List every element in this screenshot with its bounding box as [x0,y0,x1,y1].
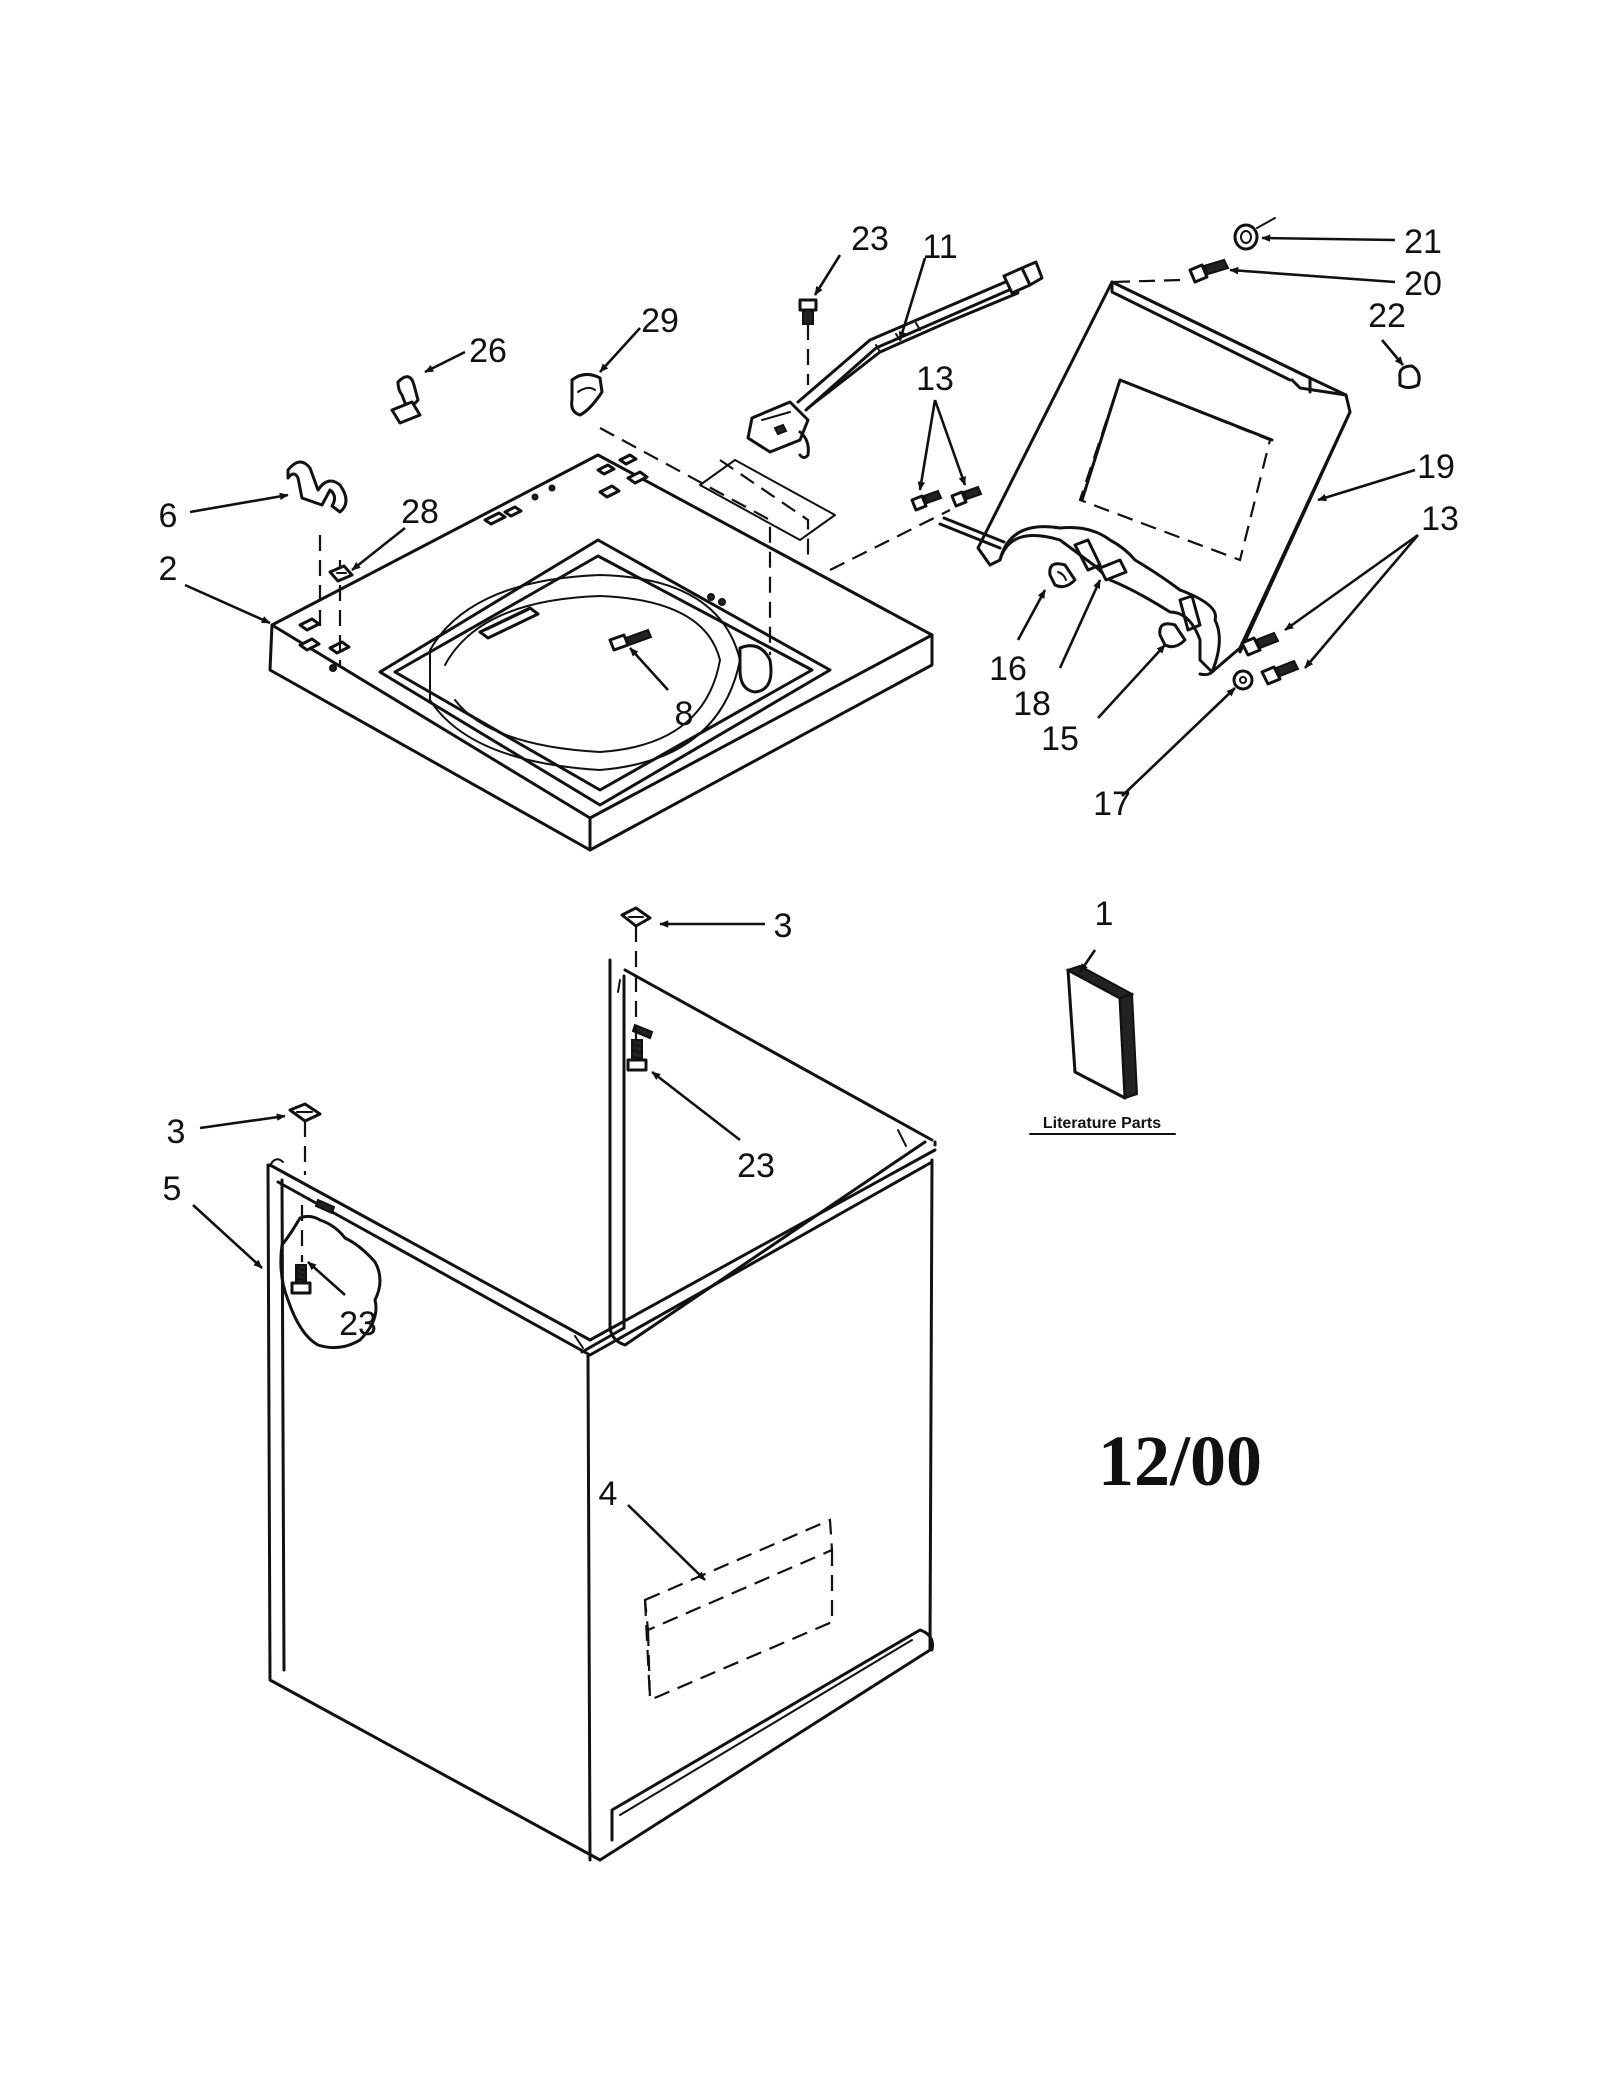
arrow-13b-upper [1284,533,1419,632]
washer-top [268,453,934,852]
arrow-5 [192,1204,263,1269]
grommet-20 [1188,258,1230,284]
cabinet-label-outline [643,1518,834,1702]
arrow-18 [1058,579,1102,669]
arrow-23-top [813,254,842,296]
callout-5: 5 [163,1170,182,1208]
callout-16: 16 [989,650,1027,688]
arrow-21 [1261,234,1396,242]
cabinet-cutaway [279,1205,382,1350]
arrow-2 [184,583,271,625]
callout-20: 20 [1404,265,1442,303]
callout-4: 4 [599,1475,618,1513]
arrow-23-cutaway [307,1261,346,1296]
arrow-13a-left [917,399,937,491]
callout-26: 26 [469,332,507,370]
callout-13-top: 13 [916,360,954,398]
date-code: 12/00 [1098,1421,1262,1501]
cabinet [266,958,937,1862]
literature-booklet [1065,964,1139,1100]
callout-15: 15 [1041,720,1079,758]
arrow-3-front [199,1113,286,1130]
callout-8: 8 [675,695,694,733]
arrow-23-rear [651,1070,741,1142]
lid-bumper-29 [570,373,604,417]
bumper-21 [1233,217,1276,251]
arrow-11 [898,257,927,341]
arrow-17 [1121,687,1236,797]
clip-3-rear [620,906,652,1040]
callout-23-cutaway: 23 [339,1305,377,1343]
clip-28 [328,564,354,583]
screw-8 [608,628,653,652]
arrow-20 [1229,266,1396,284]
callout-1: 1 [1095,895,1114,933]
arrow-4 [627,1504,706,1581]
arrow-28 [351,526,406,572]
arrow-16 [1016,589,1047,641]
arrow-13b-lower [1304,534,1419,669]
lid-switch-harness-11 [699,260,1044,541]
clip-3-front [288,1102,322,1175]
top-rear-slots [298,453,649,672]
hinge-16 [1048,562,1077,589]
callout-2: 2 [159,550,178,588]
arrow-22 [1381,339,1404,366]
callout-28: 28 [401,493,439,531]
callout-3-rear: 3 [774,907,793,945]
callout-6: 6 [159,497,178,535]
top-alignment-lines [318,427,951,665]
callout-22: 22 [1368,297,1406,335]
bumper-22 [1398,364,1421,389]
arrow-19 [1317,468,1416,502]
callout-21: 21 [1404,223,1442,261]
screw-23-top [798,298,818,385]
callout-13-lid: 13 [1421,500,1459,538]
hinge-clip-18 [1073,538,1128,582]
callout-29: 29 [641,302,679,340]
screw-icon [290,1264,312,1295]
arrow-1 [1078,949,1097,973]
callout-23-rear: 23 [737,1147,775,1185]
callout-23-top: 23 [851,220,889,258]
clip-26 [390,375,422,425]
callout-labels: 1 2 3 3 4 5 6 8 11 13 13 15 16 17 18 19 … [159,220,1459,1513]
arrow-29 [599,327,641,373]
callout-19: 19 [1417,448,1455,486]
screw-13-lid [1240,631,1300,686]
literature-parts-label: Literature Parts [1043,1115,1161,1132]
hinge-15 [1158,594,1202,649]
arrow-26 [424,350,466,374]
washer-17 [1232,669,1254,691]
leader-arrows [184,234,1419,1581]
arrow-13a-right [933,399,967,486]
arrow-15 [1097,644,1166,719]
lid-19 [938,280,1352,677]
callout-11: 11 [922,228,957,266]
hinge-bracket-6 [286,460,348,514]
arrow-6 [189,492,289,514]
arrow-8 [629,647,669,691]
screw-23-rear [626,1039,648,1072]
callout-17: 17 [1093,785,1131,823]
screw-13-top [910,485,983,512]
callout-3-front: 3 [167,1113,186,1151]
callout-18: 18 [1013,685,1051,723]
